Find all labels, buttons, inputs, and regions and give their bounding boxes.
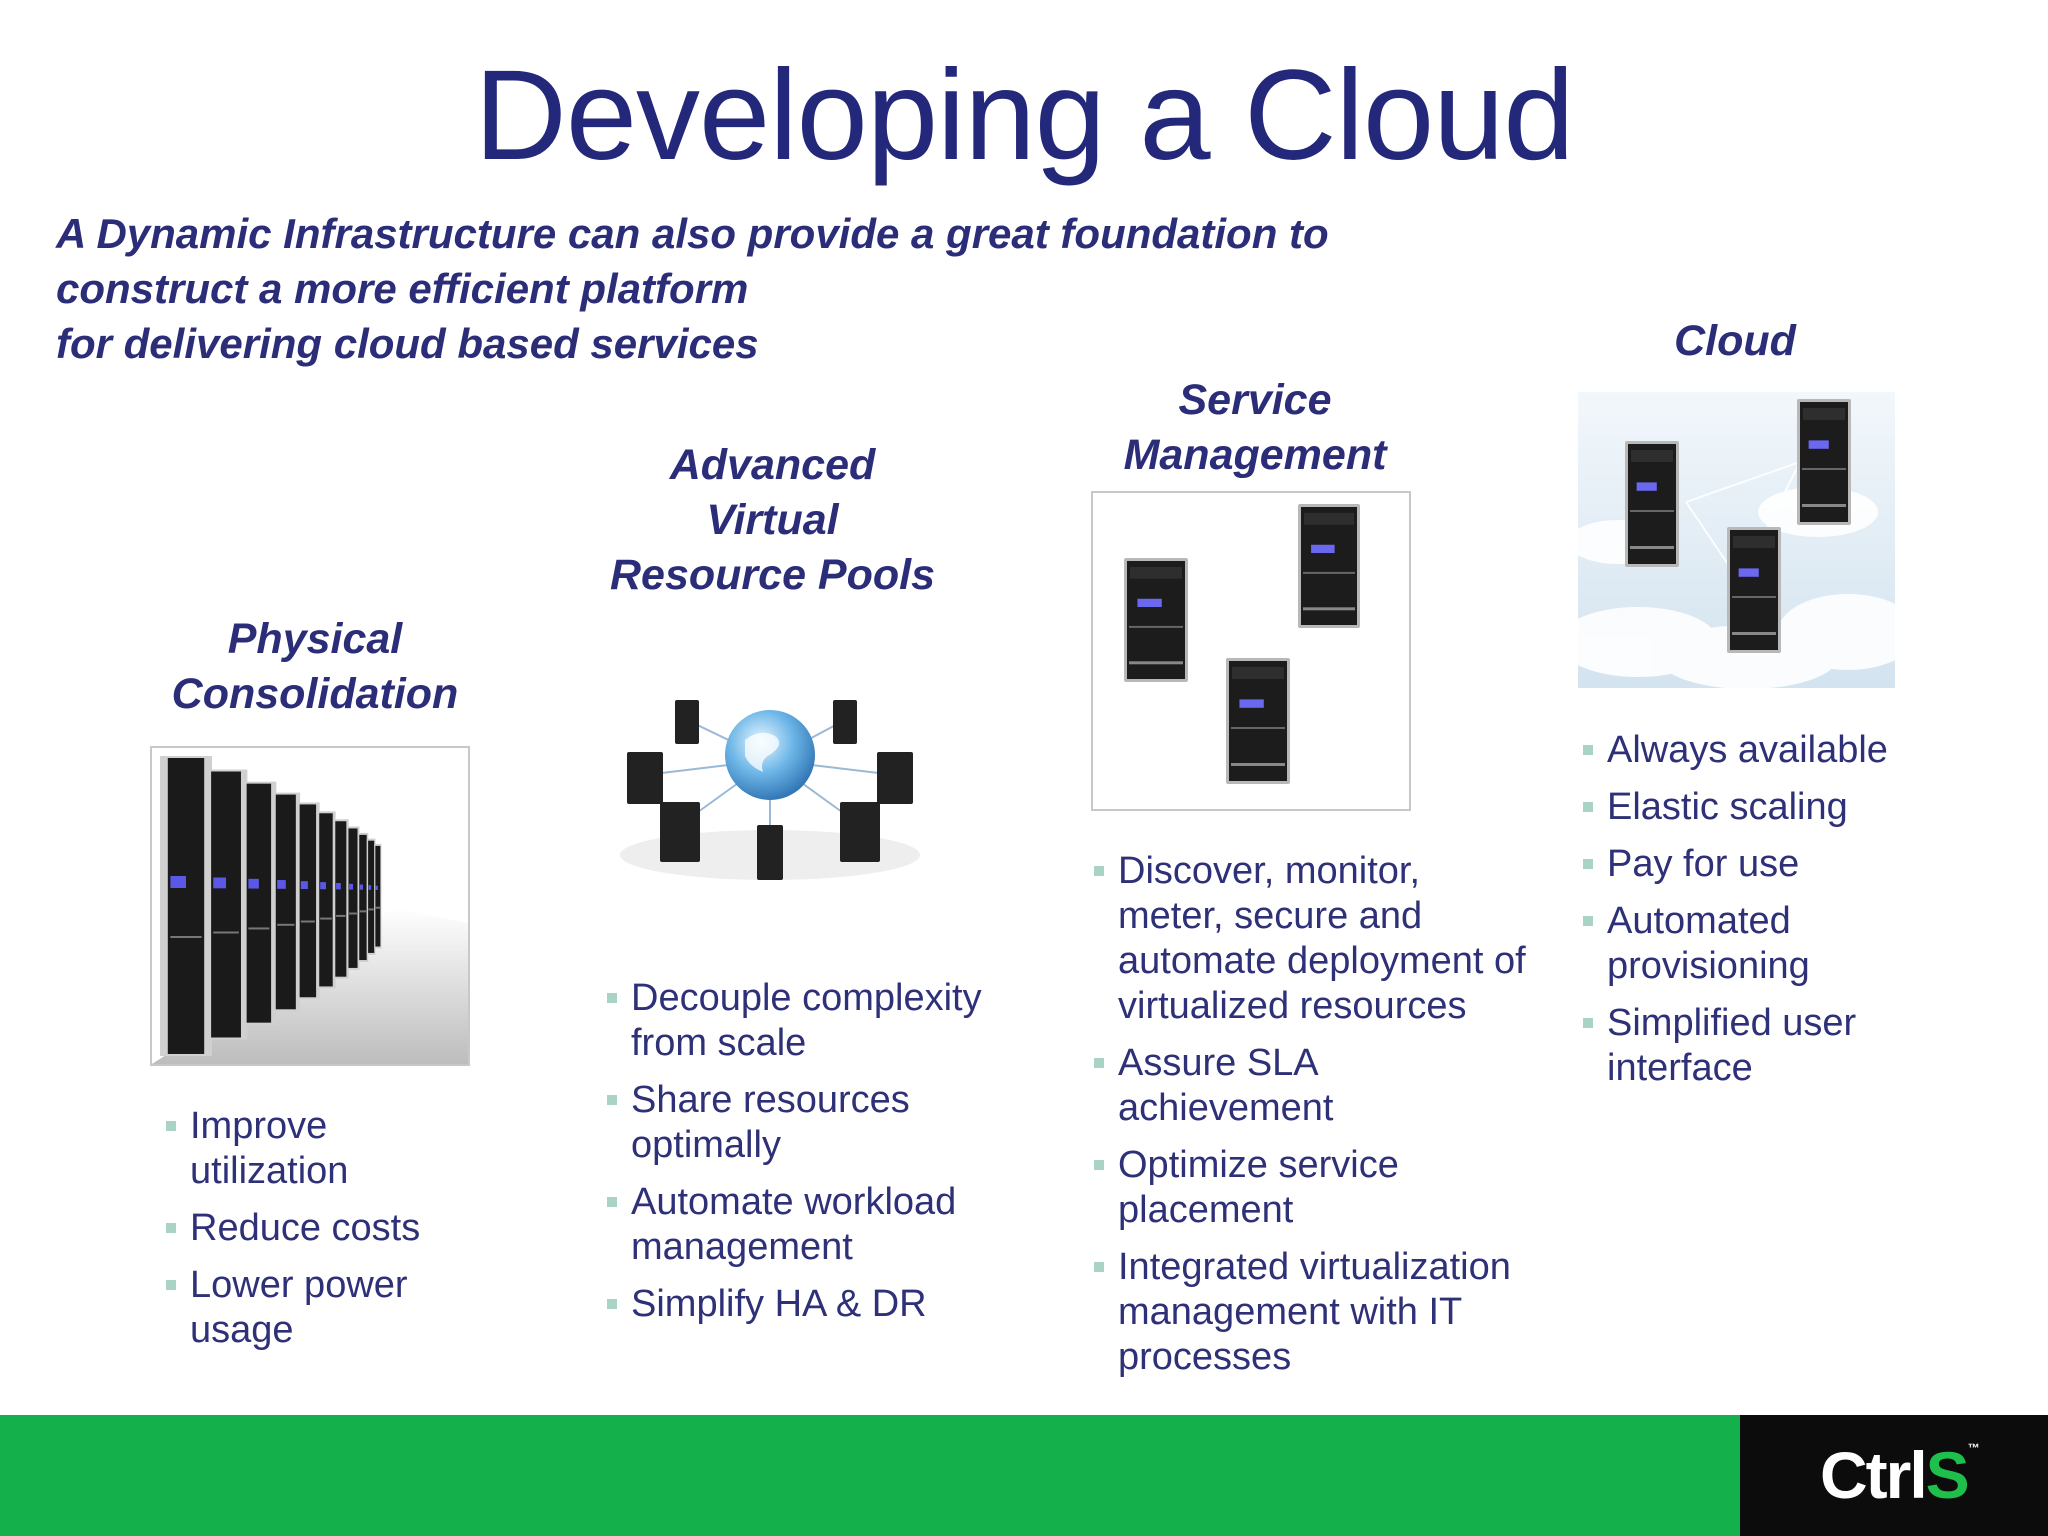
cloud-bullets: Always available Elastic scaling Pay for…	[1583, 728, 1983, 1103]
physical-consolidation-heading: Physical Consolidation	[150, 612, 480, 722]
footer-logo-block	[1740, 1415, 2048, 1536]
logo-accent-text: S	[1925, 1438, 1970, 1512]
subtitle-line: construct a more efficient platform	[56, 265, 749, 312]
subtitle-line: for delivering cloud based services	[56, 320, 759, 367]
heading-line: Consolidation	[171, 670, 459, 718]
server-rack-row-image	[150, 746, 470, 1066]
bullet-item: Simplify HA & DR	[607, 1282, 1027, 1327]
heading-line: Management	[1123, 431, 1387, 479]
heading-line: Advanced	[669, 441, 876, 489]
slide-title: Developing a Cloud	[474, 44, 1574, 187]
bullet-item: Elastic scaling	[1583, 785, 1983, 830]
service-management-heading: Service Management	[1090, 373, 1420, 483]
slide-subtitle: A Dynamic Infrastructure can also provid…	[56, 206, 1556, 371]
subtitle-line: A Dynamic Infrastructure can also provid…	[56, 210, 1329, 257]
logo-main-text: Ctrl	[1820, 1438, 1928, 1512]
bullet-item: Pay for use	[1583, 842, 1983, 887]
bullet-item: Reduce costs	[166, 1206, 486, 1251]
heading-line: Virtual	[706, 496, 839, 544]
bullet-item: Always available	[1583, 728, 1983, 773]
cloud-heading: Cloud	[1580, 314, 1890, 369]
footer-bar	[0, 1415, 1740, 1536]
resource-pools-heading: Advanced Virtual Resource Pools	[580, 438, 965, 603]
servers-image	[1091, 491, 1411, 811]
heading-line: Resource Pools	[610, 551, 935, 599]
globe-network-image	[605, 680, 935, 890]
ctrls-logo: CtrlS™	[1820, 1442, 1980, 1508]
heading-line: Service	[1178, 376, 1332, 424]
heading-line: Physical	[227, 615, 403, 663]
logo-trademark: ™	[1967, 1441, 1980, 1455]
heading-line: Cloud	[1674, 317, 1796, 365]
cloud-servers-image	[1578, 392, 1895, 688]
